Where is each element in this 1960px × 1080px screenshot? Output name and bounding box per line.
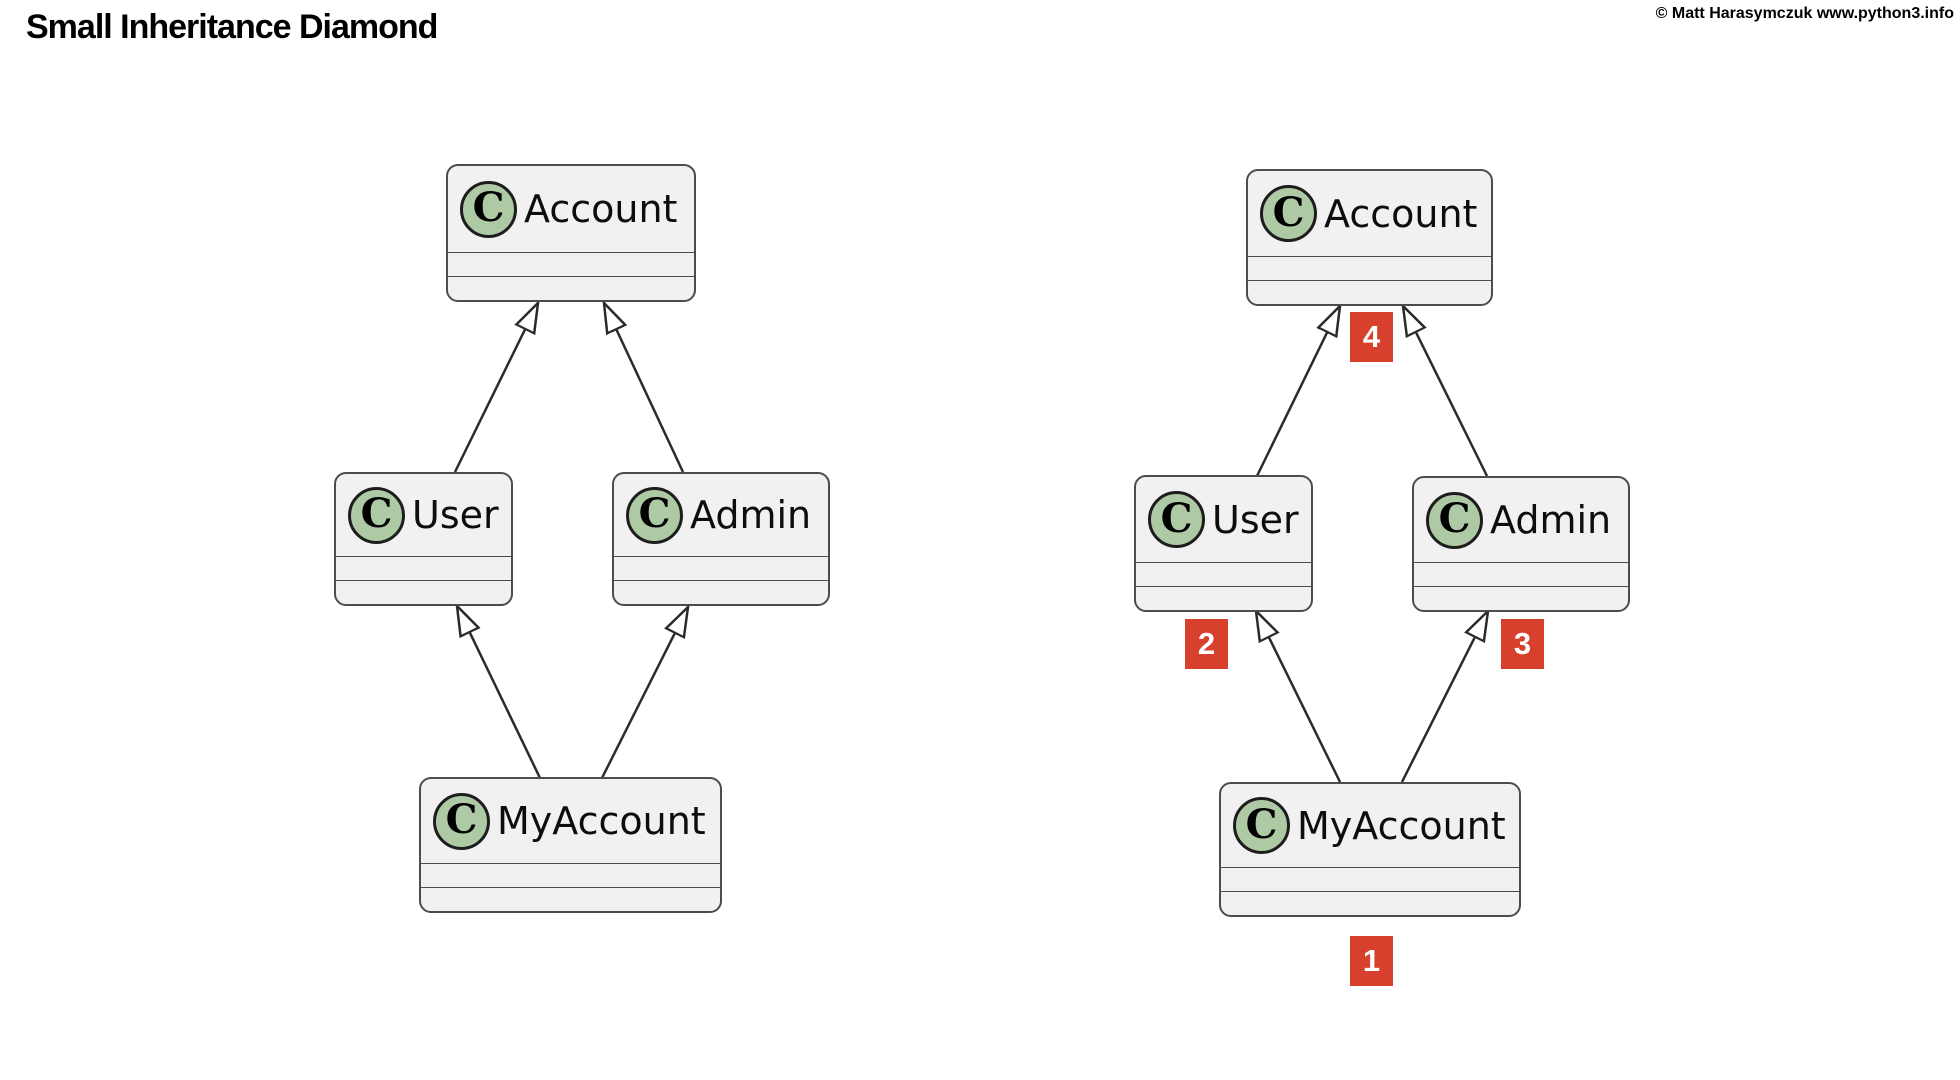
edge-right-admin-to-account xyxy=(1403,306,1489,477)
class-name: Account xyxy=(1324,191,1478,236)
class-name: Admin xyxy=(690,493,812,537)
attributes-compartment xyxy=(1221,867,1519,891)
attributes-compartment xyxy=(421,863,720,887)
class-box-admin-right: C Admin xyxy=(1412,476,1630,612)
methods-compartment xyxy=(1221,891,1519,915)
class-box-myaccount-right: C MyAccount xyxy=(1219,782,1521,917)
methods-compartment xyxy=(421,887,720,911)
edge-right-myaccount-to-admin xyxy=(1400,611,1488,783)
methods-compartment xyxy=(1136,586,1311,610)
class-name: MyAccount xyxy=(1297,803,1506,848)
class-name: MyAccount xyxy=(497,799,706,843)
class-icon: C xyxy=(433,792,490,850)
class-icon: C xyxy=(1260,185,1317,242)
edge-left-myaccount-to-admin xyxy=(600,607,688,779)
annotation-badge-3: 3 xyxy=(1501,619,1544,669)
class-icon: C xyxy=(1233,797,1290,854)
class-box-admin-left: C Admin xyxy=(612,472,830,606)
class-icon: C xyxy=(1426,491,1483,549)
class-box-myaccount-left: C MyAccount xyxy=(419,777,722,913)
edge-left-admin-to-account xyxy=(604,303,685,473)
class-box-account-left: C Account xyxy=(446,164,696,302)
attributes-compartment xyxy=(448,252,694,276)
class-name: User xyxy=(1212,497,1299,542)
edge-left-myaccount-to-user xyxy=(457,606,542,779)
attributes-compartment xyxy=(614,556,828,580)
class-box-user-left: C User xyxy=(334,472,513,606)
class-box-account-right: C Account xyxy=(1246,169,1493,306)
attributes-compartment xyxy=(1414,562,1628,586)
edge-right-myaccount-to-user xyxy=(1256,611,1342,783)
methods-compartment xyxy=(448,276,694,300)
class-name: Admin xyxy=(1490,498,1612,542)
edge-right-user-to-account xyxy=(1255,306,1340,477)
attributes-compartment xyxy=(1136,562,1311,586)
annotation-badge-1: 1 xyxy=(1350,936,1393,986)
annotation-badge-4: 4 xyxy=(1350,312,1393,362)
attributes-compartment xyxy=(1248,256,1491,280)
methods-compartment xyxy=(1248,280,1491,304)
attributes-compartment xyxy=(336,556,511,580)
methods-compartment xyxy=(1414,586,1628,610)
class-icon: C xyxy=(626,486,683,544)
copyright-text: © Matt Harasymczuk www.python3.info xyxy=(1655,5,1954,22)
page-title: Small Inheritance Diamond xyxy=(26,8,438,46)
class-name: Account xyxy=(524,187,678,231)
class-icon: C xyxy=(1148,491,1205,548)
class-box-user-right: C User xyxy=(1134,475,1313,612)
methods-compartment xyxy=(614,580,828,604)
edge-left-user-to-account xyxy=(453,303,538,473)
class-name: User xyxy=(412,493,499,537)
class-icon: C xyxy=(348,486,405,544)
methods-compartment xyxy=(336,580,511,604)
annotation-badge-2: 2 xyxy=(1185,619,1228,669)
class-icon: C xyxy=(460,180,517,238)
